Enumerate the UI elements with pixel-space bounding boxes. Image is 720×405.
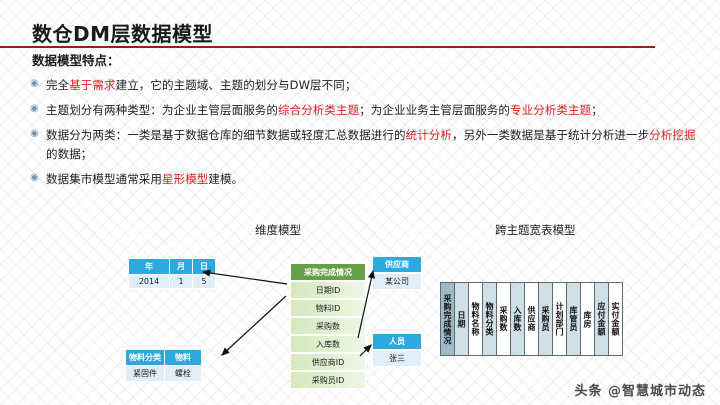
- bullet-item: ◉ 数据分为两类：一类是基于数据仓库的细节数据或轻度汇总数据进行的统计分析，另外一…: [30, 126, 702, 164]
- wide-table-header-row: 采购完成情况日期物料名称物料分类采购数入库数供应商采购员计划部门库管员库房应付金…: [440, 282, 623, 356]
- page-title: 数仓DM层数据模型: [32, 22, 214, 46]
- watermark: 头条 @智慧城市动态: [574, 384, 706, 399]
- wide-table-column-header: 物料名称: [468, 282, 483, 356]
- bullet-item: ◉ 数据集市模型通常采用星形模型建模。: [30, 170, 702, 189]
- bullet-segment: 的数据；: [46, 147, 93, 161]
- supplier-dimension-table: 供应商 某公司: [372, 256, 422, 290]
- fact-table-title: 采购完成情况: [290, 263, 366, 281]
- bullet-item: ◉ 完全基于需求建立，它的主题域、主题的划分与DW层不同；: [30, 76, 702, 95]
- table-cell: 1: [169, 274, 193, 289]
- fact-table-field: 采购数: [290, 317, 366, 335]
- table-cell: 螺栓: [164, 365, 202, 382]
- wide-table-column-header: 计划部门: [552, 282, 567, 356]
- bullet-segment: 数据集市模型通常采用: [46, 172, 162, 186]
- fact-table-field: 入库数: [290, 335, 366, 353]
- wide-table-column-header: 采购数: [496, 282, 511, 356]
- wide-table-grid: 采购完成情况日期物料名称物料分类采购数入库数供应商采购员计划部门库管员库房应付金…: [440, 282, 623, 356]
- bullet-text: 完全基于需求建立，它的主题域、主题的划分与DW层不同；: [46, 76, 702, 95]
- fact-table-field: 物料ID: [290, 299, 366, 317]
- dimensional-model-caption: 维度模型: [255, 223, 301, 237]
- table-cell: 5: [192, 274, 216, 289]
- wide-table-column-header: 库管员: [566, 282, 581, 356]
- arrow-material-to-fact: [221, 295, 287, 356]
- material-dimension-header-row: 物料分类物料: [125, 349, 202, 366]
- bullet-marker-icon: ◉: [30, 172, 39, 183]
- table-cell: 物料分类: [125, 349, 165, 366]
- bullet-text: 数据集市模型通常采用星形模型建模。: [46, 170, 702, 189]
- bullet-marker-icon: ◉: [30, 78, 39, 89]
- date-dimension-header-row: 年月日: [128, 258, 216, 275]
- bullet-segment: 完全: [46, 78, 70, 92]
- wide-table-column-header: 日期: [454, 282, 469, 356]
- bullet-highlight: 综合分析类主题: [278, 103, 360, 117]
- bullet-item: ◉ 主题划分有两种类型：为企业主管层面服务的综合分析类主题；为企业业务主管层面服务…: [30, 101, 702, 120]
- person-dimension-value: 张三: [372, 350, 422, 367]
- supplier-dimension-value: 某公司: [372, 273, 422, 290]
- wide-table: 采购完成情况日期物料名称物料分类采购数入库数供应商采购员计划部门库管员库房应付金…: [440, 282, 623, 356]
- material-dimension-table: 物料分类物料 紧固件螺栓: [125, 349, 202, 382]
- wide-table-column-header: 物料分类: [482, 282, 497, 356]
- material-dimension-value-row: 紧固件螺栓: [125, 365, 202, 382]
- wide-table-column-header: 入库数: [510, 282, 525, 356]
- fact-table-field: 供应商ID: [290, 353, 366, 371]
- bullet-segment: ，另外一类数据是基于统计分析进一步: [452, 128, 650, 142]
- table-cell: 年: [128, 258, 170, 275]
- table-cell: 紧固件: [125, 365, 165, 382]
- bullet-marker-icon: ◉: [30, 128, 39, 139]
- bullet-highlight: 统计分析: [405, 128, 453, 142]
- bullet-text: 数据分为两类：一类是基于数据仓库的细节数据或轻度汇总数据进行的统计分析，另外一类…: [46, 126, 702, 164]
- wide-table-column-header: 采购员: [538, 282, 553, 356]
- wide-table-column-header: 库房: [580, 282, 595, 356]
- bullet-segment: ；为企业业务主管层面服务的: [359, 103, 511, 117]
- wide-table-column-header: 供应商: [524, 282, 539, 356]
- person-dimension-table: 人员 张三: [372, 333, 422, 367]
- wide-table-column-header: 采购完成情况: [440, 282, 455, 356]
- fact-table-field: 采购员ID: [290, 371, 366, 389]
- bullet-highlight: 分析挖掘: [649, 128, 696, 142]
- bullet-text: 主题划分有两种类型：为企业主管层面服务的综合分析类主题；为企业业务主管层面服务的…: [46, 101, 702, 120]
- bullet-highlight: 基于需求: [69, 78, 116, 92]
- fact-table-field: 日期ID: [290, 281, 366, 299]
- bullet-highlight: 星形模型: [162, 172, 209, 186]
- bullet-list: ◉ 完全基于需求建立，它的主题域、主题的划分与DW层不同； ◉ 主题划分有两种类型：为…: [30, 76, 702, 195]
- bullet-segment: 主题划分有两种类型：为企业主管层面服务的: [46, 103, 278, 117]
- table-cell: 月: [169, 258, 193, 275]
- table-cell: 物料: [164, 349, 202, 366]
- supplier-dimension-header: 供应商: [372, 256, 422, 273]
- wide-table-model-caption: 跨主题宽表模型: [495, 223, 576, 237]
- bullet-marker-icon: ◉: [30, 103, 39, 114]
- bullet-segment: 建模。: [208, 172, 244, 186]
- person-dimension-header: 人员: [372, 333, 422, 350]
- bullet-segment: 建立，它的主题域、主题的划分与DW层不同；: [115, 78, 357, 92]
- material-dimension-grid: 物料分类物料 紧固件螺栓: [125, 349, 202, 382]
- bullet-highlight: 专业分析类主题: [510, 103, 592, 117]
- bullet-segment: 数据分为两类：一类是基于数据仓库的细节数据或轻度汇总数据进行的: [46, 128, 406, 142]
- table-cell: 2014: [128, 274, 170, 289]
- wide-table-column-header: 应付金额: [594, 282, 609, 356]
- title-divider: [0, 46, 655, 48]
- bullet-segment: ；: [591, 103, 603, 117]
- table-cell: 日: [192, 258, 216, 275]
- wide-table-column-header: 实付金额: [608, 282, 623, 356]
- section-subtitle: 数据模型特点：: [32, 53, 120, 68]
